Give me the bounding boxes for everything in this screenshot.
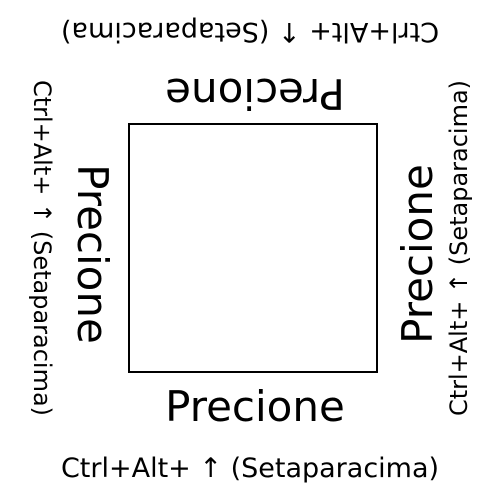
shortcut-text-top: Ctrl+Alt+ ↑ (Setaparacima) [60,16,440,47]
shortcut-text-right: Ctrl+Alt+ ↑ (Setaparacima) [445,79,473,417]
center-square-target [128,123,378,373]
precione-label-bottom: Precione [165,382,345,431]
shortcut-text-bottom: Ctrl+Alt+ ↑ (Setaparacima) [60,453,440,484]
precione-label-top: Precione [165,69,345,118]
precione-label-right: Precione [393,164,442,344]
shortcut-text-left: Ctrl+Alt+ ↑ (Setaparacima) [28,79,56,417]
precione-label-left: Precione [68,164,117,344]
